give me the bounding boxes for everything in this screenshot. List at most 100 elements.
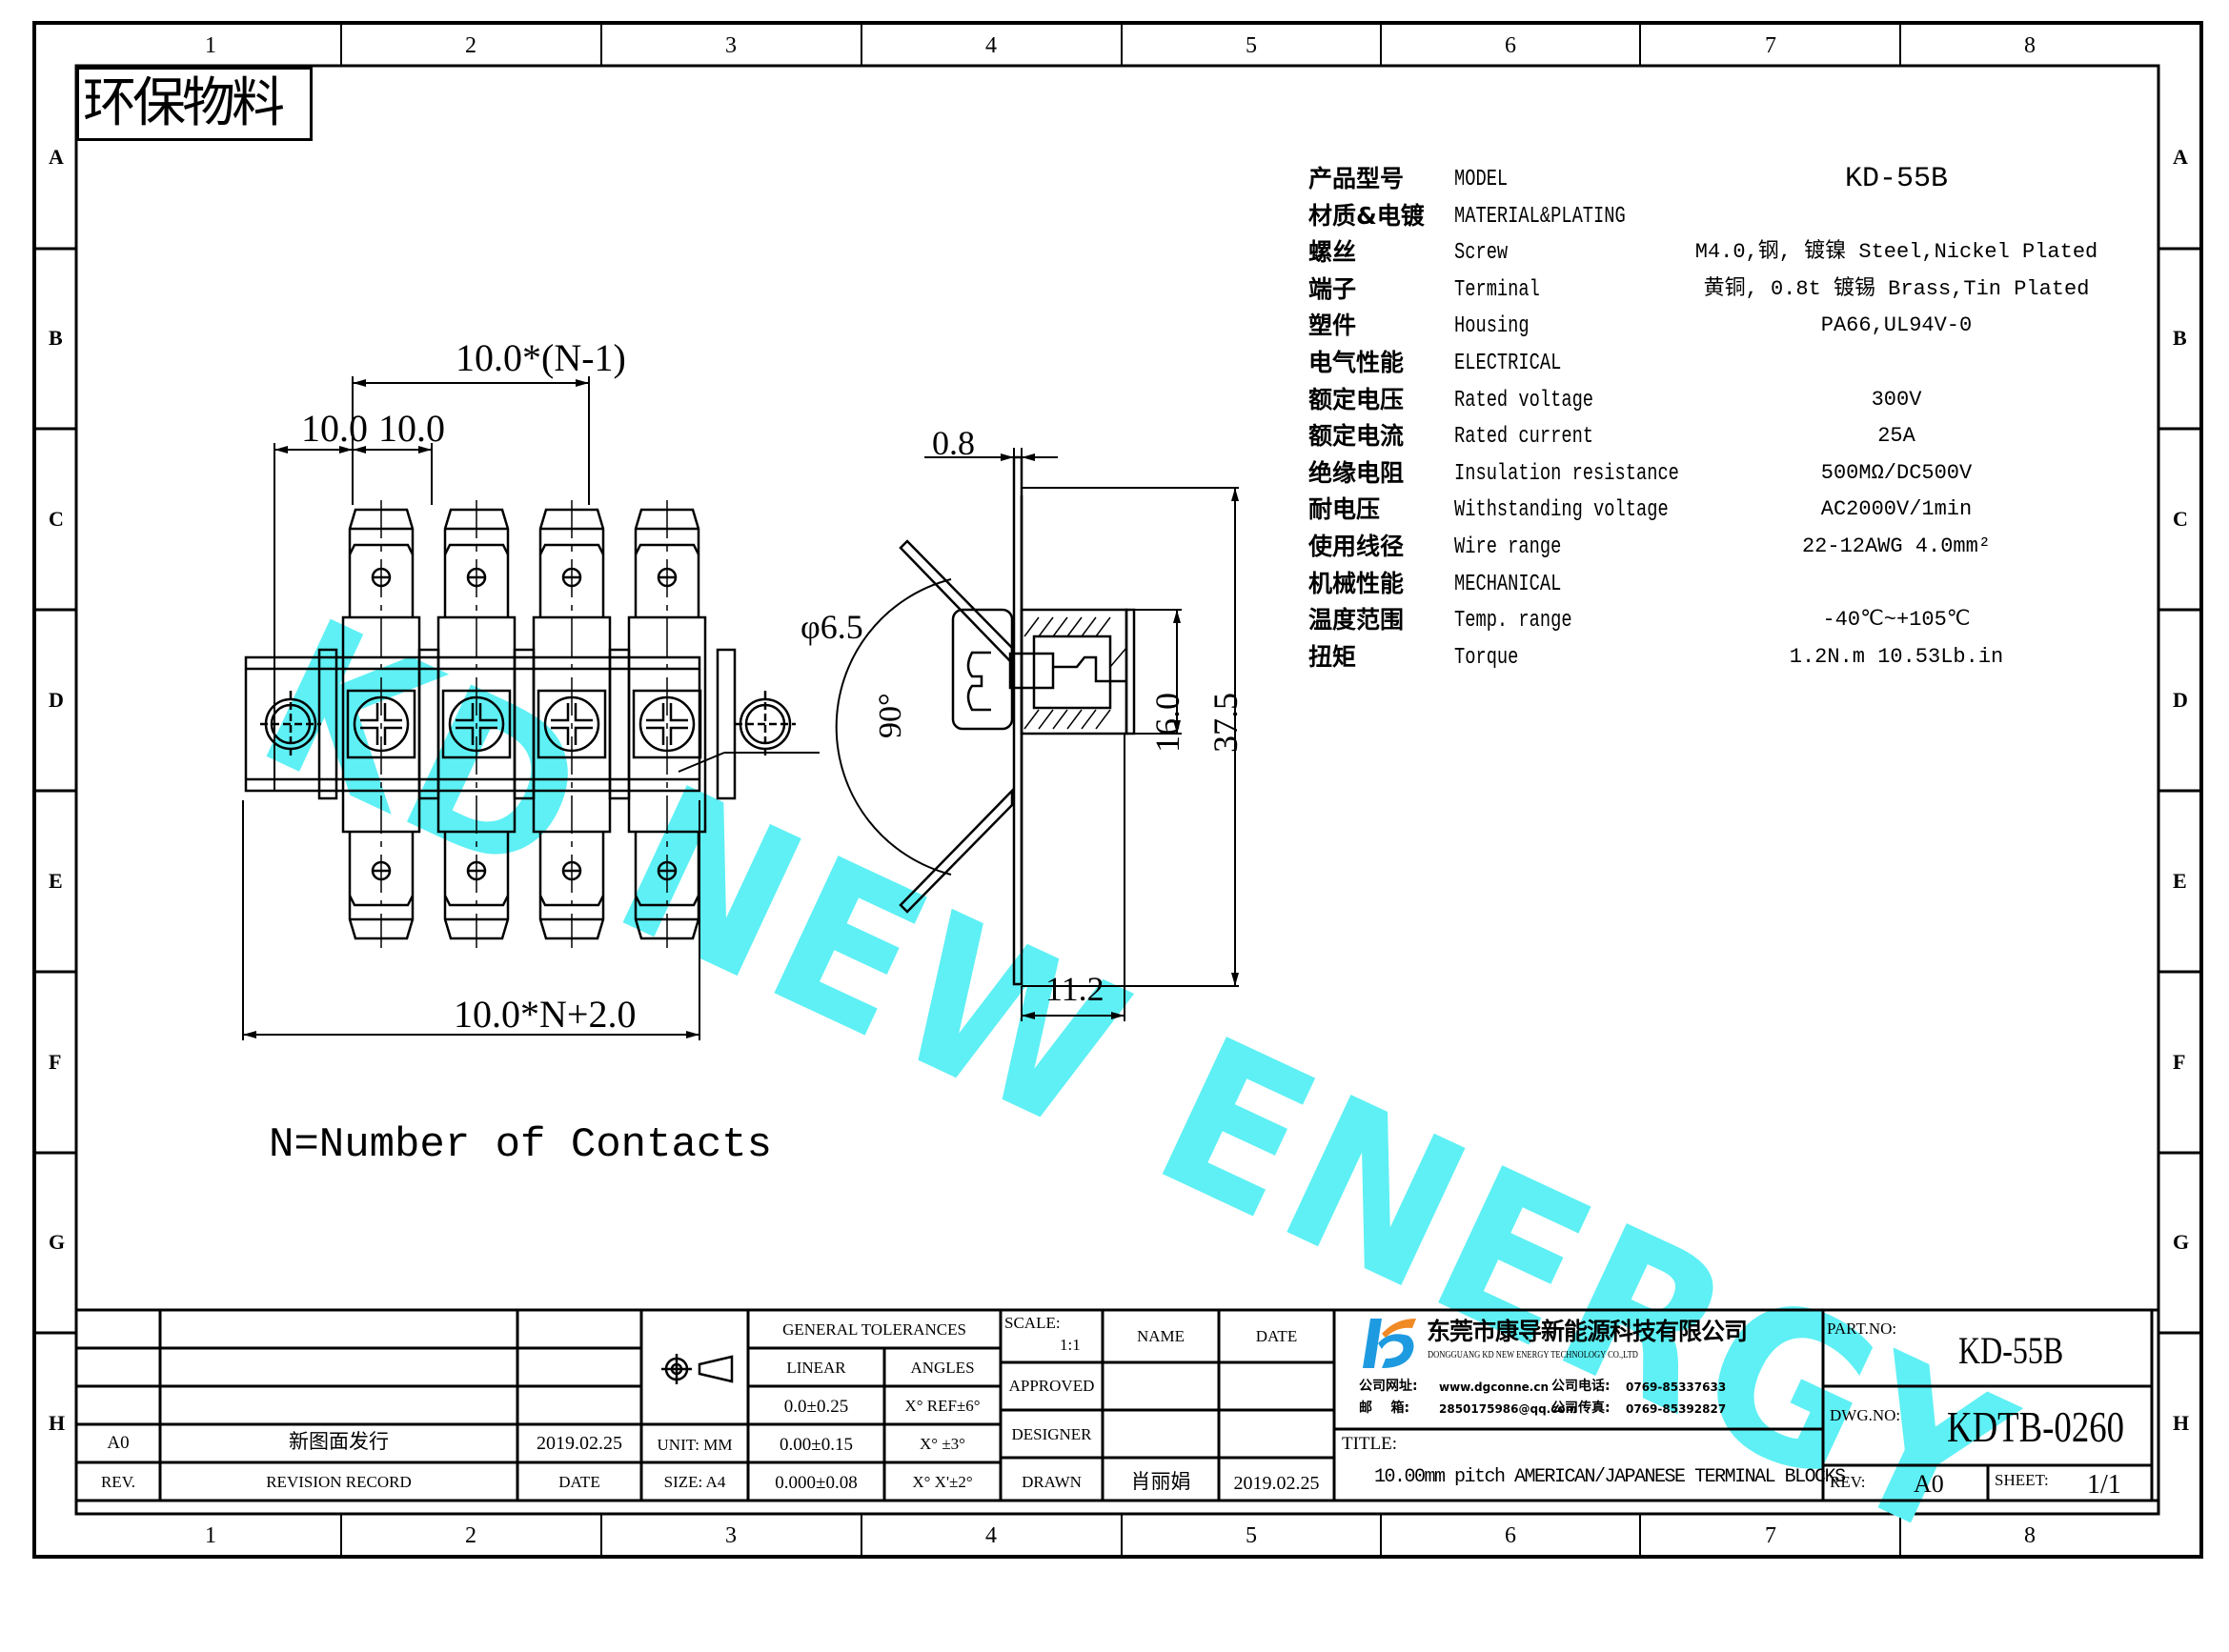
spec-label-cn: 耐电压 <box>1308 495 1381 523</box>
rev-header: REV. <box>100 1473 136 1491</box>
spec-label-cn: 电气性能 <box>1308 349 1405 376</box>
rev-label: REV: <box>1830 1473 1866 1491</box>
col-label: 8 <box>2024 1523 2036 1548</box>
spec-label-cn: 温度范围 <box>1308 606 1405 634</box>
side-view-body <box>899 455 1136 986</box>
row-label: E <box>49 869 63 893</box>
title-block-grid <box>76 1308 2158 1502</box>
side-dimension-arrows <box>1001 453 1239 1019</box>
angles-header: ANGLES <box>910 1359 975 1377</box>
designer-label: DESIGNER <box>1011 1425 1092 1443</box>
front-view-drawing <box>242 376 820 1040</box>
revision-record-header: REVISION RECORD <box>266 1473 412 1491</box>
sheet-label: SHEET: <box>1995 1471 2049 1489</box>
col-label: 1 <box>205 1523 216 1548</box>
spec-label-cn: 扭矩 <box>1308 643 1357 671</box>
dim-pitch: 10.0 <box>378 407 445 450</box>
drawn-by-name: 肖丽娟 <box>1130 1470 1191 1493</box>
fax-label: 公司传真: <box>1551 1400 1611 1416</box>
website-label: 公司网址: <box>1359 1379 1418 1394</box>
side-view-drawing <box>835 448 1239 1021</box>
row-label: A <box>49 145 64 169</box>
spec-label-cn: 螺丝 <box>1308 238 1357 266</box>
company-phone: 0769-85337633 <box>1626 1380 1727 1394</box>
linear-tolerance: 0.000±0.08 <box>775 1473 858 1493</box>
revision-date-value: 2019.02.25 <box>537 1433 622 1454</box>
spec-value: KD-55B <box>1844 163 1949 195</box>
company-fax: 0769-85392827 <box>1626 1402 1727 1416</box>
spec-label-cn: 产品型号 <box>1308 165 1405 192</box>
angle-tolerance: X° REF±6° <box>904 1397 981 1415</box>
linear-tolerance: 0.0±0.25 <box>783 1397 849 1417</box>
spec-label-en: ELECTRICAL <box>1454 351 1562 376</box>
company-website[interactable]: www.dgconne.cn <box>1439 1380 1550 1394</box>
sheet-number: 1/1 <box>2087 1470 2121 1500</box>
spec-value: PA66,UL94V-0 <box>1820 313 1973 337</box>
spec-label-cn: 额定电压 <box>1308 386 1405 413</box>
drawing-number: KDTB-0260 <box>1947 1402 2125 1451</box>
date-column-header: DATE <box>1255 1327 1298 1345</box>
email-label: 邮 箱: <box>1359 1400 1410 1416</box>
third-angle-projection-icon <box>661 1354 734 1384</box>
row-label: B <box>2173 326 2187 350</box>
dim-mount-hole: φ6.5 <box>800 608 863 646</box>
spec-value: 300V <box>1871 388 1922 412</box>
approved-label: APPROVED <box>1008 1377 1095 1395</box>
col-label: 7 <box>1765 33 1776 58</box>
company-email[interactable]: 2850175986@qq.com <box>1439 1402 1578 1416</box>
col-label: 7 <box>1765 1523 1776 1548</box>
row-label: C <box>2173 507 2188 531</box>
drawing-number-label: DWG.NO: <box>1830 1406 1901 1424</box>
row-label: G <box>2173 1230 2190 1254</box>
row-label: D <box>2173 688 2188 712</box>
row-label: G <box>49 1230 66 1254</box>
spec-label-en: MECHANICAL <box>1454 572 1562 597</box>
spec-value: 1.2N.m 10.53Lb.in <box>1789 645 2004 669</box>
part-number: KD-55B <box>1958 1329 2064 1372</box>
linear-header: LINEAR <box>786 1359 846 1377</box>
col-label: 4 <box>985 1523 997 1548</box>
side-dimension-lines <box>835 448 1239 1021</box>
spec-label-en: Temp. range <box>1454 608 1572 634</box>
dim-pitch-span: 10.0*(N-1) <box>456 336 626 379</box>
contacts-note: N=Number of Contacts <box>269 1121 773 1169</box>
spec-label-cn: 塑件 <box>1308 312 1357 339</box>
spec-label-en: Terminal <box>1454 277 1540 303</box>
spec-label-cn: 端子 <box>1308 275 1357 303</box>
dim-overall-length: 10.0*N+2.0 <box>454 993 637 1036</box>
row-label: E <box>2173 869 2187 893</box>
spec-label-cn: 材质&电镀 <box>1308 202 1425 230</box>
company-name-en: DONGGUANG KD NEW ENERGY TECHNOLOGY CO.,L… <box>1428 1350 1638 1360</box>
col-label: 6 <box>1505 33 1516 58</box>
angle-tolerance: X° X'±2° <box>912 1473 973 1491</box>
angle-tolerance: X° ±3° <box>920 1435 965 1453</box>
spec-label-cn: 绝缘电阻 <box>1308 459 1405 487</box>
spec-label-en: MODEL <box>1454 167 1509 192</box>
spec-value: 22-12AWG 4.0mm² <box>1801 534 1992 558</box>
spec-value: M4.0,钢, 镀镍 Steel,Nickel Plated <box>1694 240 2098 264</box>
spec-label-en: Screw <box>1454 240 1509 266</box>
dim-thickness: 0.8 <box>932 424 975 462</box>
col-label: 5 <box>1246 33 1257 58</box>
spec-label-cn: 机械性能 <box>1308 570 1405 597</box>
spec-label-en: Insulation resistance <box>1454 461 1679 487</box>
spec-label-cn: 额定电流 <box>1308 422 1405 450</box>
drawn-date: 2019.02.25 <box>1233 1473 1320 1494</box>
dim-end-offset: 10.0 <box>301 407 368 450</box>
eco-material-stamp: 环保物料 <box>76 67 313 141</box>
spec-value: -40℃~+105℃ <box>1822 608 1971 632</box>
front-dimension-lines <box>242 376 820 1040</box>
spec-label-cn: 使用线径 <box>1308 533 1405 560</box>
company-logo-icon <box>1363 1319 1416 1368</box>
col-label: 3 <box>725 1523 737 1548</box>
phone-label: 公司电话: <box>1551 1379 1611 1394</box>
col-label: 6 <box>1505 1523 1516 1548</box>
dim-depth: 11.2 <box>1045 970 1104 1008</box>
title-label: TITLE: <box>1342 1434 1398 1454</box>
spec-value: AC2000V/1min <box>1820 497 1973 521</box>
row-label: B <box>49 326 63 350</box>
general-tolerances-title: GENERAL TOLERANCES <box>782 1320 966 1339</box>
col-label: 3 <box>725 33 737 58</box>
spec-value: 黄铜, 0.8t 镀锡 Brass,Tin Plated <box>1703 277 2090 301</box>
name-header: NAME <box>1136 1327 1185 1345</box>
